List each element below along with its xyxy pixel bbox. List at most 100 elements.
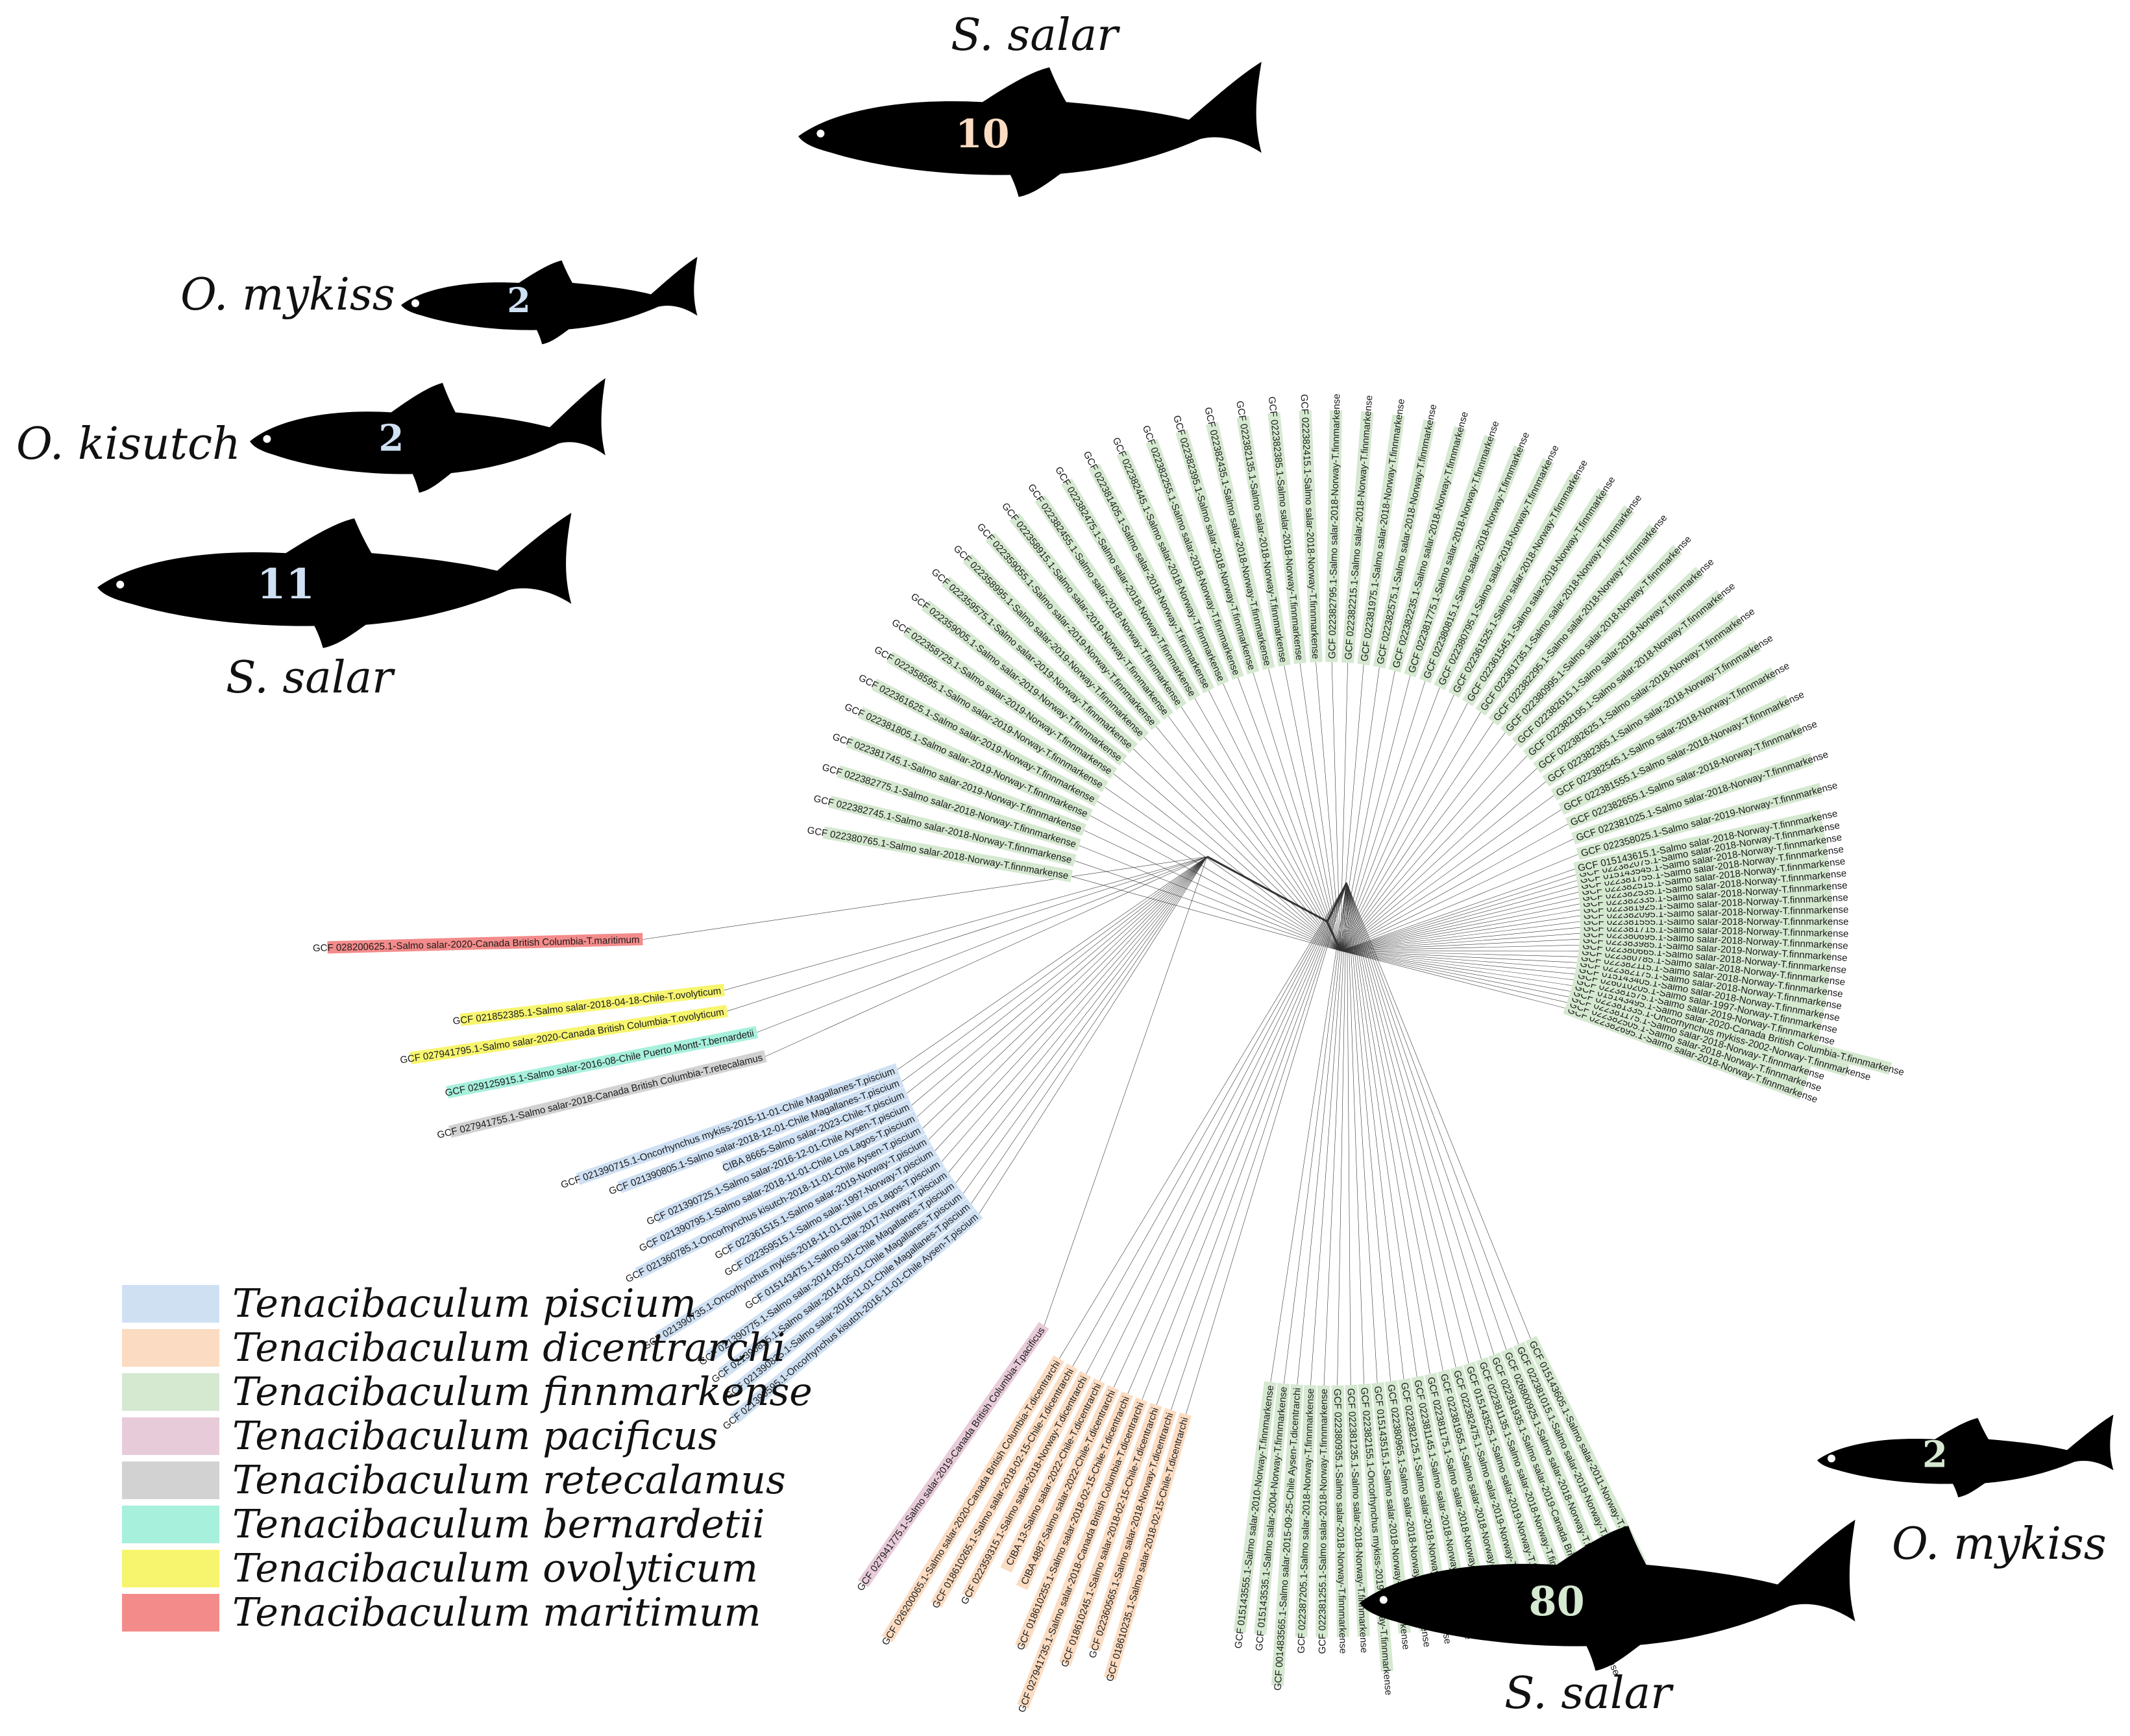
leaf-highlight bbox=[962, 554, 1149, 742]
tree-branch bbox=[1346, 882, 1531, 1339]
leaf-text: GCF 028200625.1-Salmo salar-2020-Canada … bbox=[313, 935, 640, 954]
leaf-highlight bbox=[1254, 1382, 1290, 1635]
tree-branch bbox=[727, 856, 1208, 1012]
fish-eye bbox=[1379, 1596, 1388, 1604]
leaf-highlight bbox=[733, 1145, 938, 1272]
legend-swatch bbox=[122, 1373, 219, 1411]
leaf-highlight bbox=[1017, 1397, 1148, 1709]
tree-branch bbox=[1340, 868, 1575, 951]
legend-item: Tenacibaculum dicentrarchi bbox=[122, 1325, 813, 1371]
leaf-highlight bbox=[1267, 412, 1306, 665]
tree-branch bbox=[1084, 830, 1341, 951]
tree-branch bbox=[1340, 950, 1574, 981]
tree-branch bbox=[1346, 882, 1351, 1386]
legend-swatch bbox=[122, 1461, 219, 1499]
leaf-highlight bbox=[1103, 1412, 1192, 1680]
fish-eye bbox=[263, 435, 271, 443]
leaf-highlight bbox=[1404, 435, 1497, 678]
tree-branch bbox=[1340, 950, 1567, 1003]
leaf-highlight bbox=[1558, 694, 1791, 815]
tree-branch bbox=[1299, 663, 1341, 951]
tree-branch bbox=[1340, 681, 1426, 951]
leaf-highlight bbox=[705, 1177, 959, 1362]
tree-branch bbox=[1340, 927, 1580, 951]
leaf-highlight bbox=[327, 933, 643, 954]
tree-branch bbox=[1238, 678, 1341, 951]
tree-branch bbox=[935, 856, 1208, 1151]
tree-branch bbox=[1340, 670, 1395, 951]
tree-branch bbox=[955, 856, 1208, 1184]
tree-branch bbox=[1340, 938, 1580, 951]
leaf-highlight bbox=[881, 1355, 1064, 1643]
tree-branch bbox=[1340, 886, 1578, 951]
fish-eye bbox=[816, 129, 825, 138]
leaf-highlight bbox=[1371, 1382, 1412, 1634]
tree-branch bbox=[1340, 675, 1411, 951]
tree-branch bbox=[757, 856, 1208, 1033]
leaf-highlight bbox=[1523, 590, 1725, 761]
leaf-highlight bbox=[1513, 1341, 1628, 1576]
tree-branch bbox=[1340, 712, 1481, 951]
tree-branch bbox=[1346, 882, 1443, 1371]
species-label-kisutch: O. kisutch bbox=[16, 419, 241, 470]
fish-count-label: 2 bbox=[378, 417, 404, 459]
leaf-highlight bbox=[1388, 426, 1467, 673]
leaf-highlight bbox=[1579, 879, 1831, 910]
leaf-highlight bbox=[1512, 567, 1704, 748]
tree-branch bbox=[941, 856, 1208, 1162]
tree-branch bbox=[1340, 950, 1575, 975]
leaf-label: GCF 029125915.1-Salmo salar-2016-08-Chil… bbox=[444, 1025, 759, 1099]
tree-branch bbox=[1340, 824, 1568, 951]
tree-branch bbox=[1194, 698, 1341, 951]
leaf-highlight bbox=[1088, 1408, 1177, 1652]
leaf-highlight bbox=[822, 826, 1073, 883]
tree-branch bbox=[1340, 664, 1364, 951]
tree-branch bbox=[1340, 795, 1554, 951]
tree-branch bbox=[1340, 909, 1580, 951]
tree-branch bbox=[1310, 882, 1347, 1386]
leaf-highlight bbox=[1576, 844, 1828, 892]
tree-branch bbox=[1044, 856, 1208, 1326]
leaf-highlight bbox=[753, 1167, 952, 1304]
tree-branch bbox=[1346, 882, 1365, 1384]
leaf-highlight bbox=[922, 600, 1127, 766]
legend-swatch bbox=[122, 1285, 219, 1323]
tree-branch bbox=[1346, 882, 1417, 1377]
tree-branch bbox=[1059, 882, 1347, 1359]
leaf-highlight bbox=[1206, 422, 1275, 670]
leaf-highlight bbox=[1573, 810, 1822, 875]
tree-branch bbox=[1340, 921, 1581, 951]
leaf-highlight bbox=[857, 707, 1093, 821]
leaf-highlight bbox=[1373, 419, 1436, 669]
leaf-highlight bbox=[459, 983, 726, 1027]
tree-branch bbox=[1171, 882, 1347, 1410]
leaf-text: GCF 022382795.1-Salmo salar-2018-Norway-… bbox=[1327, 393, 1342, 659]
leaf-highlight bbox=[1571, 753, 1815, 845]
tree-branch bbox=[1346, 882, 1469, 1364]
tree-branch bbox=[1340, 898, 1580, 951]
tree-branch bbox=[1340, 950, 1565, 1009]
leaf-highlight bbox=[1578, 856, 1830, 898]
fish-count-label: 2 bbox=[507, 281, 530, 321]
tree-branch bbox=[1340, 838, 1574, 951]
fish-count-label: 80 bbox=[1528, 1578, 1584, 1625]
tree-branch bbox=[1127, 882, 1347, 1394]
leaf-highlight bbox=[730, 1198, 975, 1396]
leaf-highlight bbox=[1000, 1378, 1105, 1573]
leaf-highlight bbox=[871, 678, 1101, 807]
fish-count-label: 11 bbox=[257, 560, 315, 609]
tree-branch bbox=[1090, 815, 1341, 951]
leaf-highlight bbox=[1525, 1336, 1647, 1568]
leaf-label: GCF 022382795.1-Salmo salar-2018-Norway-… bbox=[1325, 393, 1342, 663]
legend-swatch bbox=[122, 1506, 219, 1543]
fish-eye bbox=[411, 299, 419, 308]
legend-item: Tenacibaculum ovolyticum bbox=[122, 1546, 813, 1591]
leaf-highlight bbox=[1233, 1381, 1277, 1633]
leaf-highlight bbox=[1424, 1372, 1493, 1621]
tree-branch bbox=[1340, 755, 1528, 951]
leaf-highlight bbox=[1500, 1347, 1610, 1585]
tree-branch bbox=[765, 856, 1208, 1057]
tree-branch bbox=[1072, 882, 1347, 1367]
tree-branch bbox=[1340, 903, 1580, 951]
tree-branch bbox=[643, 856, 1208, 940]
